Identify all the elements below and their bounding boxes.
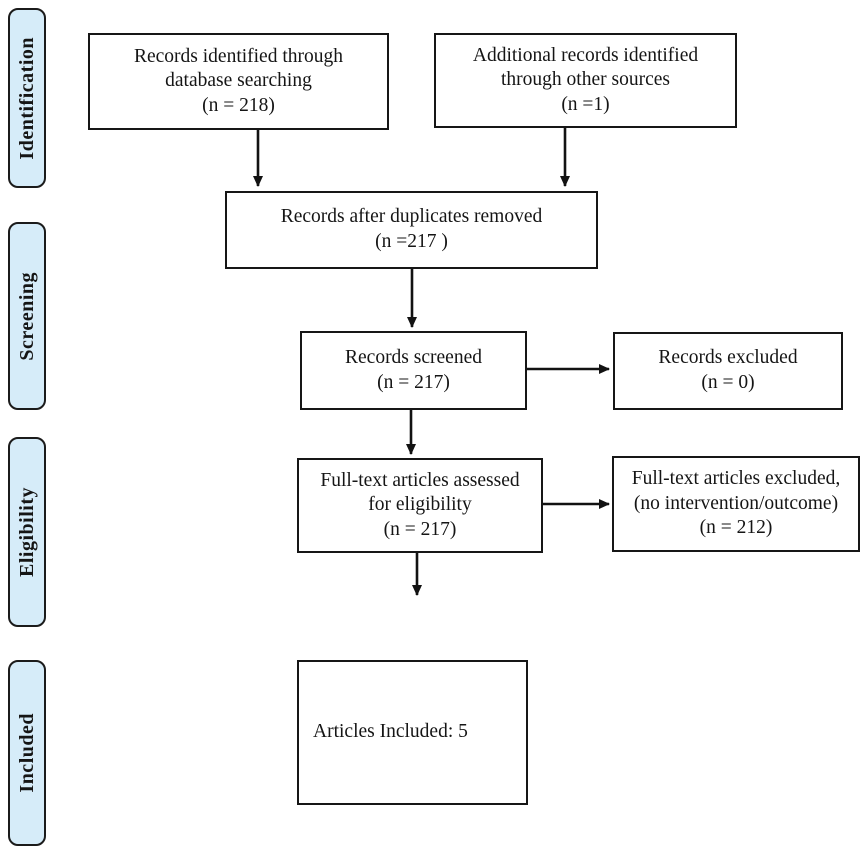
flow-box-fulltext-assessed: Full-text articles assessed for eligibil…	[297, 458, 543, 553]
stage-included-label: Included	[15, 713, 38, 793]
stage-eligibility: Eligibility	[8, 437, 46, 627]
stage-included: Included	[8, 660, 46, 846]
flow-box-records-excluded: Records excluded (n = 0)	[613, 332, 843, 410]
flow-box-duplicates-removed: Records after duplicates removed (n =217…	[225, 191, 598, 269]
stage-eligibility-label: Eligibility	[15, 487, 38, 577]
flow-box-records-screened: Records screened (n = 217)	[300, 331, 527, 410]
stage-screening: Screening	[8, 222, 46, 410]
stage-identification-label: Identification	[15, 36, 38, 160]
flow-box-additional-records: Additional records identified through ot…	[434, 33, 737, 128]
flow-box-articles-included: Articles Included: 5	[297, 660, 528, 805]
flow-box-records-identified: Records identified through database sear…	[88, 33, 389, 130]
stage-identification: Identification	[8, 8, 46, 188]
flow-box-fulltext-excluded: Full-text articles excluded, (no interve…	[612, 456, 860, 552]
stage-screening-label: Screening	[15, 271, 38, 361]
